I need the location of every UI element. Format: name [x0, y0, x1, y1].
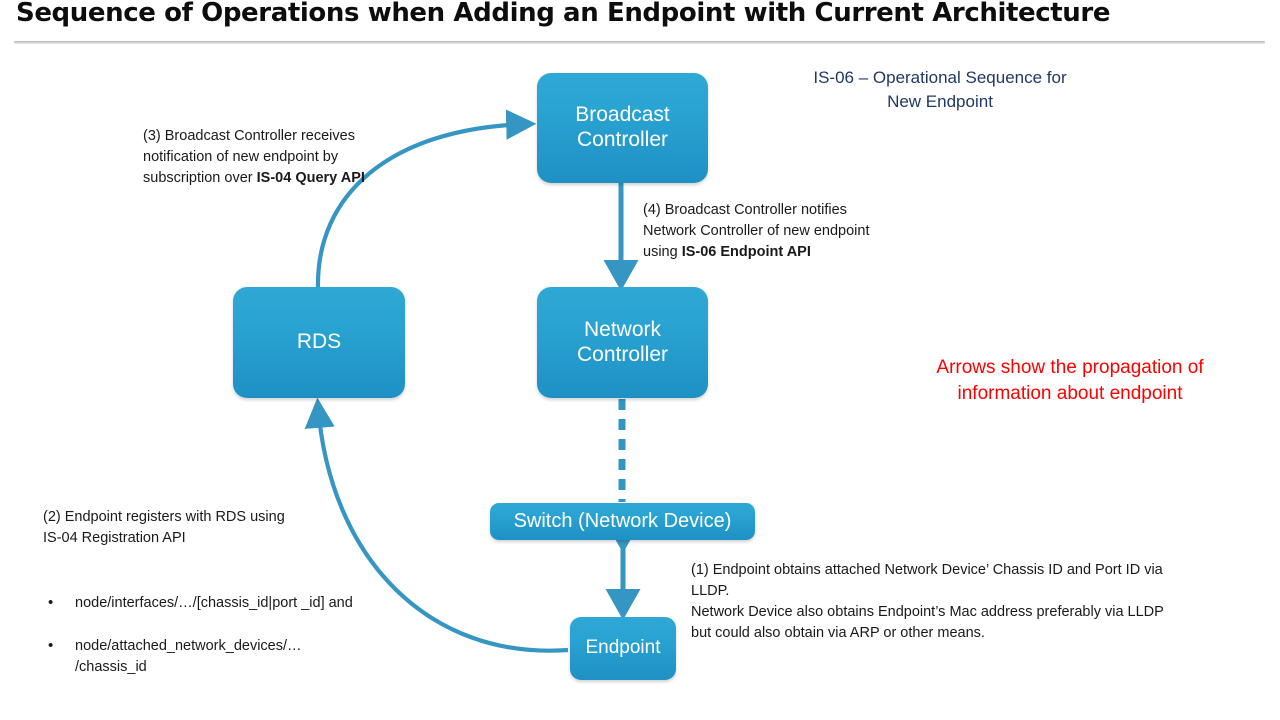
node-switch[interactable]: Switch (Network Device) — [490, 503, 755, 540]
note-step-4-emphasis: IS-06 Endpoint API — [681, 244, 811, 261]
note-step-2-lead: (2) Endpoint registers with RDS using IS… — [43, 509, 285, 547]
list-item-label: node/attached_network_devices/… /chassis… — [75, 638, 302, 676]
bullet-glyph: • — [48, 637, 54, 655]
node-broadcast-controller[interactable]: Broadcast Controller — [537, 73, 708, 183]
note-step-4-text: (4) Broadcast Controller notifies Networ… — [643, 202, 870, 261]
legend-note: Arrows show the propagation of informati… — [936, 357, 1204, 405]
node-endpoint[interactable]: Endpoint — [570, 617, 676, 680]
list-item: • node/attached_network_devices/… /chassi… — [43, 636, 373, 678]
note-step-2-bullet-list: • node/interfaces/…/[chassis_id|port _id]… — [43, 571, 373, 699]
node-network-controller[interactable]: Network Controller — [537, 287, 708, 398]
list-item: • node/interfaces/…/[chassis_id|port _id]… — [43, 593, 373, 614]
page-title: Sequence of Operations when Adding an En… — [16, 0, 1111, 28]
note-step-3-emphasis: IS-04 Query API — [256, 170, 365, 187]
note-step-3: (3) Broadcast Controller receives notifi… — [143, 126, 398, 189]
bullet-glyph: • — [48, 594, 54, 612]
diagram-heading: IS-06 – Operational Sequence for New End… — [813, 68, 1067, 112]
node-rds[interactable]: RDS — [233, 287, 405, 398]
title-divider — [14, 41, 1265, 44]
list-item-label: node/interfaces/…/[chassis_id|port _id] … — [75, 595, 353, 612]
note-step-1: (1) Endpoint obtains attached Network De… — [691, 562, 1164, 642]
note-step-4: (4) Broadcast Controller notifies Networ… — [643, 200, 905, 263]
note-step-2: (2) Endpoint registers with RDS using IS… — [43, 486, 373, 720]
